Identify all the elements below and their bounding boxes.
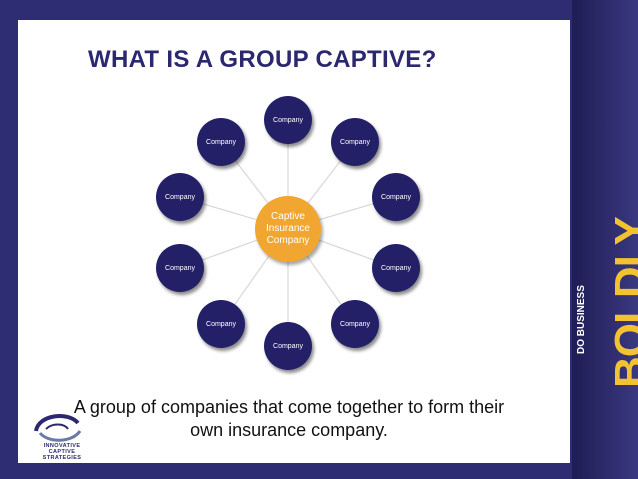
company-node: Company: [156, 244, 204, 292]
sidebar-background: [572, 0, 638, 479]
company-node: Company: [372, 244, 420, 292]
caption-line: A group of companies that come together …: [73, 397, 505, 417]
company-node: Company: [197, 300, 245, 348]
swirl-logo-icon: [34, 414, 82, 442]
company-node: Company: [264, 322, 312, 370]
company-node: Company: [156, 173, 204, 221]
slide-caption: A group of companies that come together …: [24, 396, 554, 442]
captive-center-node: Captive Insurance Company: [255, 196, 321, 262]
logo-text: INNOVATIVE CAPTIVE STRATEGIES: [32, 443, 92, 461]
company-node: Company: [264, 96, 312, 144]
company-node: Company: [197, 118, 245, 166]
center-label-line: Insurance: [266, 223, 310, 234]
logo-line: CAPTIVE: [48, 449, 76, 455]
company-node: Company: [331, 118, 379, 166]
center-label-line: Company: [266, 235, 310, 246]
company-node: Company: [331, 300, 379, 348]
center-label-line: Captive: [271, 211, 305, 222]
slide-title: WHAT IS A GROUP CAPTIVE?: [88, 46, 437, 73]
logo-line: STRATEGIES: [42, 455, 82, 461]
company-node: Company: [372, 173, 420, 221]
logo-line: INNOVATIVE: [43, 443, 81, 449]
sidebar-banner: DO BUSINESS BOLDLY: [572, 0, 638, 479]
caption-line: own insurance company.: [190, 420, 388, 440]
